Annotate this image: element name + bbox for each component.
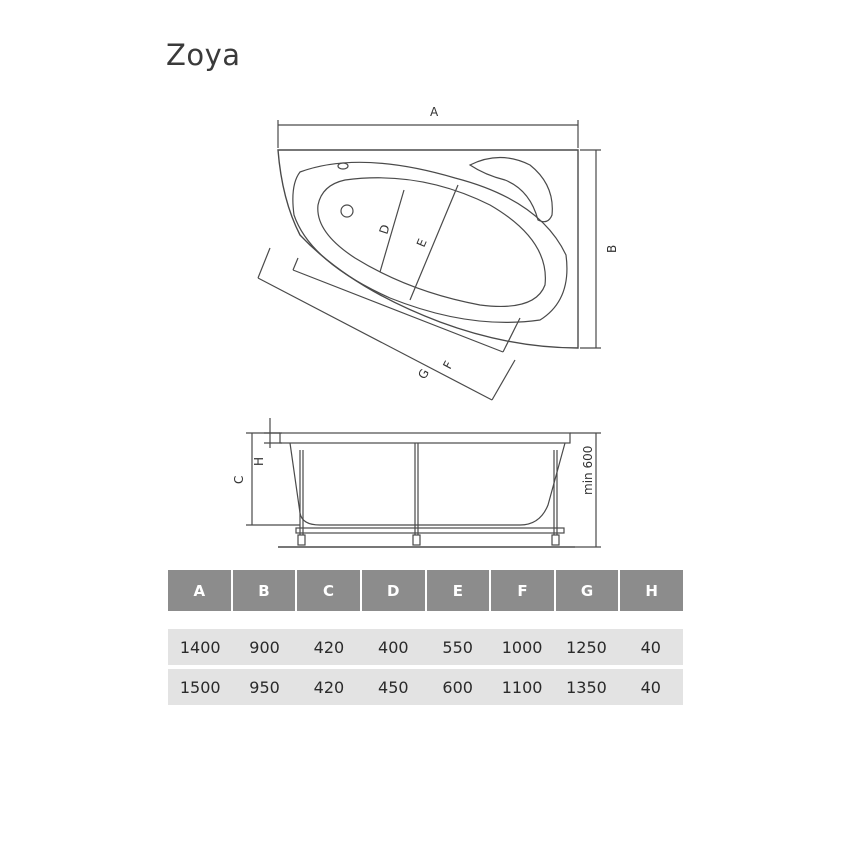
- tub-side-body: [289, 442, 566, 526]
- technical-drawing: A B D E F G H C min 600: [232, 105, 619, 548]
- label-c: C: [232, 476, 246, 484]
- table-cell: 40: [640, 677, 661, 697]
- header-cell-f: F: [491, 570, 556, 611]
- label-b: B: [605, 245, 619, 253]
- tub-side-rim: [279, 432, 571, 444]
- tub-headrest: [468, 156, 553, 223]
- bathtub-top-view: [277, 149, 579, 349]
- foot-right: [551, 534, 560, 546]
- drain-icon: [340, 204, 354, 218]
- header-cell-h: H: [620, 570, 683, 611]
- table-cell: 450: [378, 677, 409, 697]
- tub-outer-rim: [277, 149, 579, 349]
- table-cell: 420: [313, 677, 345, 697]
- table-cell: 1500: [179, 677, 221, 697]
- dimension-g-line: [257, 247, 516, 401]
- table-cell: 400: [378, 637, 409, 657]
- table-cell: 900: [249, 637, 280, 657]
- foot-left: [297, 534, 306, 546]
- table-cell: 1100: [501, 677, 543, 697]
- dimension-min600-line: [570, 432, 601, 548]
- frame-bar: [295, 527, 565, 534]
- table-cell: 1400: [179, 637, 221, 657]
- tub-inner-rim: [292, 161, 568, 323]
- table-cell: 40: [640, 637, 661, 657]
- header-cell-a: A: [168, 570, 233, 611]
- header-cell-c: C: [297, 570, 362, 611]
- dimension-f-line: [292, 257, 521, 353]
- label-f: F: [440, 359, 456, 372]
- table-row: 1500 950 420 450 600 1100 1350 40: [168, 669, 683, 705]
- dimension-c-line: [246, 432, 300, 526]
- spec-table: A B C D E F G H 1400 900 420 400 550 100…: [168, 570, 683, 705]
- header-cell-g: G: [555, 570, 621, 611]
- dimension-e-line: [409, 184, 459, 301]
- table-cell: 1250: [566, 637, 607, 657]
- tub-basin: [317, 177, 546, 308]
- dimension-a-line: [277, 120, 579, 148]
- label-min600: min 600: [581, 446, 595, 495]
- label-e: E: [414, 237, 430, 249]
- header-cell-d: D: [361, 570, 427, 611]
- table-cell: 420: [313, 637, 345, 657]
- table-row: 1400 900 420 400 550 1000 1250 40: [168, 629, 683, 665]
- table-cell: 550: [442, 637, 473, 657]
- table-cell: 600: [442, 677, 473, 697]
- header-cell-e: E: [426, 570, 492, 611]
- label-g: G: [415, 367, 432, 382]
- page-title: Zoya: [166, 38, 241, 72]
- header-cell-b: B: [232, 570, 298, 611]
- dimension-b-line: [580, 149, 601, 349]
- label-a: A: [430, 105, 439, 119]
- dimension-d-line: [379, 189, 405, 273]
- spec-table-header: A B C D E F G H: [168, 570, 683, 611]
- overflow-icon: [337, 162, 349, 170]
- foot-middle: [412, 534, 421, 546]
- table-cell: 1000: [501, 637, 543, 657]
- table-cell: 1350: [566, 677, 607, 697]
- table-cell: 950: [249, 677, 280, 697]
- label-d: D: [377, 223, 393, 236]
- label-h: H: [252, 457, 266, 466]
- bathtub-side-view: [278, 432, 575, 548]
